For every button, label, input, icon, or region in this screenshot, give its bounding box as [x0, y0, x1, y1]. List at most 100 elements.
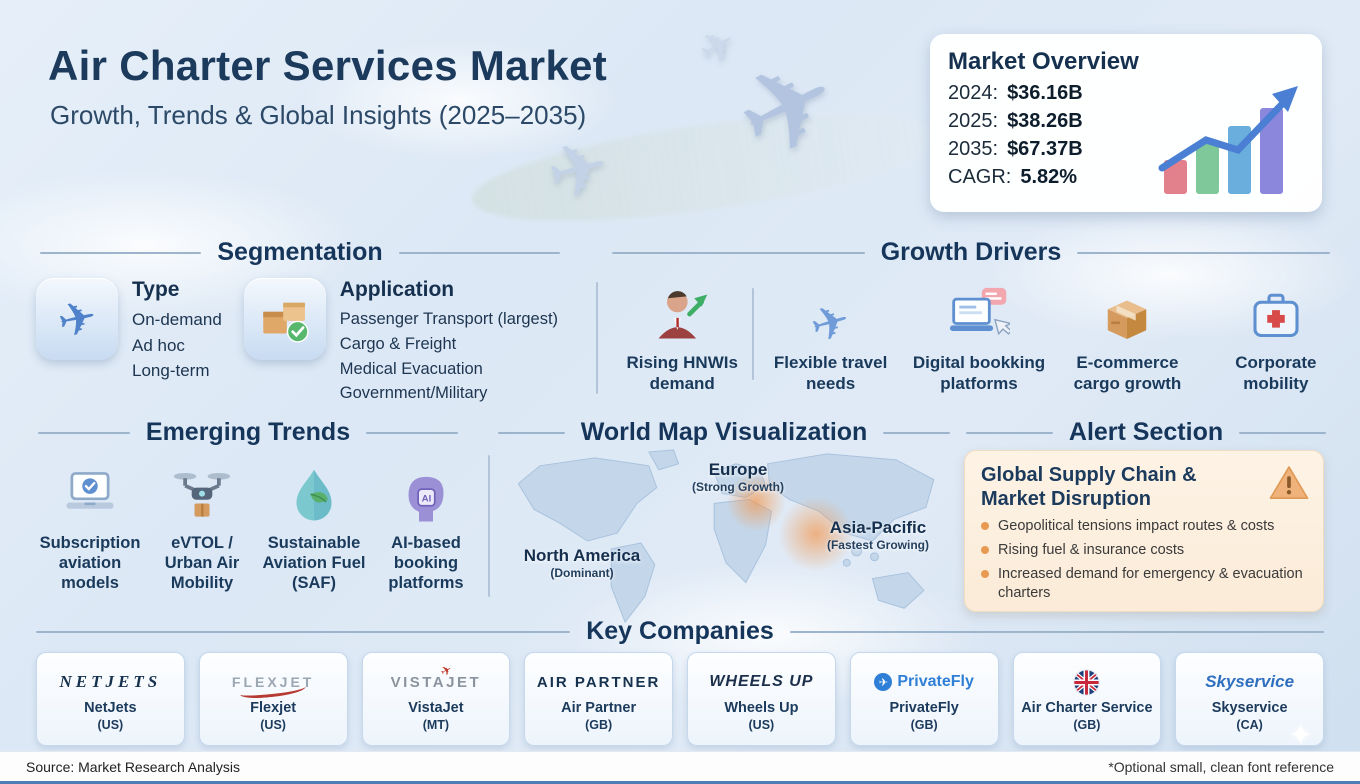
- footer-source-text: Source: Market Research Analysis: [26, 758, 240, 775]
- stat-label: CAGR:: [948, 166, 1012, 188]
- privatefly-plane-icon: ✈: [874, 673, 893, 691]
- stat-label: 2024:: [948, 82, 999, 104]
- stat-value: 5.82%: [1020, 166, 1078, 188]
- company-country: (MT): [422, 718, 450, 732]
- segmentation-type-group: ✈ Type On-demand Ad hoc Long-term: [36, 278, 222, 406]
- growth-driver-item: ✈ Flexible travel needs: [756, 280, 904, 394]
- alert-bullet: Increased demand for emergency & evacuat…: [981, 565, 1307, 601]
- market-overview-title: Market Overview: [948, 48, 1139, 75]
- alert-bullet: Geopolitical tensions impact routes & co…: [981, 517, 1307, 535]
- europe-hotspot-glow: [726, 472, 786, 532]
- footer-note-text: *Optional small, clean font reference: [1108, 758, 1334, 775]
- growth-bars-arrow-icon: [1158, 86, 1298, 194]
- skyservice-logo: Skyservice: [1205, 672, 1295, 691]
- application-item: Cargo & Freight: [339, 334, 457, 353]
- key-companies-title: Key Companies: [36, 617, 1324, 646]
- application-item: Government/Military: [339, 384, 488, 403]
- company-country: (GB): [910, 718, 938, 732]
- application-item: Medical Evacuation: [339, 359, 483, 378]
- drone-icon: [172, 458, 232, 526]
- corporate-kit-icon: [1248, 280, 1304, 346]
- company-country: (GB): [1073, 718, 1101, 732]
- uk-flag-icon: [1073, 666, 1101, 698]
- company-card-air-charter-service: Air Charter Service (GB): [1012, 652, 1162, 746]
- stat-label: 2025:: [948, 110, 999, 132]
- world-map-section: Europe (Strong Growth) Asia-Pacific (Fas…: [498, 446, 960, 634]
- region-note: (Fastest Growing): [826, 538, 929, 552]
- company-name: Flexjet: [250, 700, 297, 716]
- airplane-decoration-icon: ✈: [690, 17, 745, 76]
- region-note: (Strong Growth): [692, 480, 784, 494]
- alert-bullet-text: Geopolitical tensions impact routes & co…: [998, 518, 1275, 535]
- emerging-trend-item: AI AI-based booking platforms: [370, 458, 482, 593]
- growth-driver-label: Corporate mobility: [1235, 353, 1317, 393]
- stat-value: $36.16B: [1007, 82, 1083, 104]
- stat-label: 2035:: [948, 138, 999, 160]
- segmentation-application-group: Application Passenger Transport (largest…: [243, 278, 559, 406]
- wheels-up-logo: WHEELS UP: [709, 673, 814, 690]
- emerging-trends-section: Subscription aviation models eVTOL / Urb…: [34, 458, 482, 593]
- company-card-netjets: NETJETS NetJets (US): [36, 652, 185, 746]
- laptop-check-icon: [60, 458, 120, 526]
- privatefly-logo: ✈ PrivateFly: [874, 666, 974, 698]
- eco-fuel-drop-icon: [286, 458, 342, 526]
- key-companies-section: NETJETS NetJets (US) FLEXJET Flexjet (US…: [36, 652, 1324, 746]
- item-divider: [752, 288, 754, 380]
- company-name: PrivateFly: [889, 700, 959, 716]
- emerging-trend-item: Subscription aviation models: [34, 458, 146, 593]
- company-card-flexjet: FLEXJET Flexjet (US): [198, 652, 348, 746]
- company-card-vistajet: VISTAJET ✈ VistaJet (MT): [361, 652, 511, 746]
- growth-driver-label: Digital bookking platforms: [912, 353, 1046, 393]
- stat-value: $67.37B: [1007, 138, 1083, 160]
- bullet-dot: [981, 522, 989, 531]
- stat-value: $38.26B: [1007, 110, 1083, 132]
- region-note: (Dominant): [550, 566, 614, 580]
- region-label-asia-pacific: Asia-Pacific (Fastest Growing): [798, 518, 958, 552]
- growth-driver-label: Flexible travel needs: [773, 353, 888, 393]
- alert-bullet-text: Rising fuel & insurance costs: [998, 542, 1185, 559]
- type-item: Ad hoc: [132, 335, 185, 355]
- region-name: Asia-Pacific: [829, 518, 927, 537]
- netjets-logo: NETJETS: [59, 672, 162, 691]
- section-divider: [596, 282, 598, 394]
- company-country: (CA): [1236, 718, 1263, 732]
- alert-card: Global Supply Chain & Market Disruption …: [964, 450, 1324, 612]
- company-name: VistaJet: [408, 700, 464, 716]
- region-name: Europe: [708, 460, 768, 479]
- company-name: Air Partner: [561, 700, 637, 716]
- vistajet-logo: VISTAJET ✈: [390, 661, 482, 691]
- growth-drivers-section: Rising HNWIs demand ✈ Flexible travel ne…: [608, 280, 1350, 394]
- company-name: Skyservice: [1211, 700, 1288, 716]
- alert-bullet-text: Increased demand for emergency & evacuat…: [998, 566, 1303, 601]
- application-item: Passenger Transport (largest): [339, 310, 559, 328]
- region-label-north-america: North America (Dominant): [506, 546, 658, 580]
- company-card-skyservice: Skyservice Skyservice (CA): [1175, 652, 1324, 746]
- company-country: (US): [748, 718, 775, 732]
- alert-bullet: Rising fuel & insurance costs: [981, 541, 1307, 559]
- region-name: North America: [523, 546, 641, 565]
- footer-bar: Source: Market Research Analysis *Option…: [0, 751, 1360, 781]
- segmentation-title: Segmentation: [40, 238, 560, 267]
- type-item: Long-term: [132, 361, 210, 380]
- company-card-privatefly: ✈ PrivateFly PrivateFly (GB): [849, 652, 999, 746]
- cargo-boxes-check-icon: [243, 278, 326, 360]
- flexible-plane-icon: ✈: [804, 292, 857, 354]
- growth-driver-label: Rising HNWIs demand: [626, 353, 738, 393]
- segmentation-section: ✈ Type On-demand Ad hoc Long-term: [36, 278, 596, 406]
- growth-drivers-title: Growth Drivers: [612, 238, 1330, 267]
- bullet-dot: [981, 570, 989, 579]
- type-heading: Type: [132, 278, 180, 301]
- air-partner-logo: AIR PARTNER: [536, 673, 661, 691]
- growth-driver-label: E-commerce cargo growth: [1073, 353, 1182, 393]
- company-country: (GB): [585, 718, 613, 732]
- application-heading: Application: [339, 278, 455, 301]
- company-name: NetJets: [84, 700, 137, 716]
- growth-driver-item: Rising HNWIs demand: [608, 280, 756, 394]
- market-overview-card: Market Overview 2024: $36.16B 2025: $38.…: [930, 34, 1322, 212]
- emerging-trend-item: Sustainable Aviation Fuel (SAF): [258, 458, 370, 593]
- page-subtitle: Growth, Trends & Global Insights (2025–2…: [50, 100, 587, 130]
- alert-section-title: Alert Section: [966, 418, 1326, 447]
- alert-card-title: Global Supply Chain & Market Disruption: [981, 464, 1197, 510]
- world-map-title: World Map Visualization: [498, 418, 950, 447]
- type-item: On-demand: [132, 310, 222, 329]
